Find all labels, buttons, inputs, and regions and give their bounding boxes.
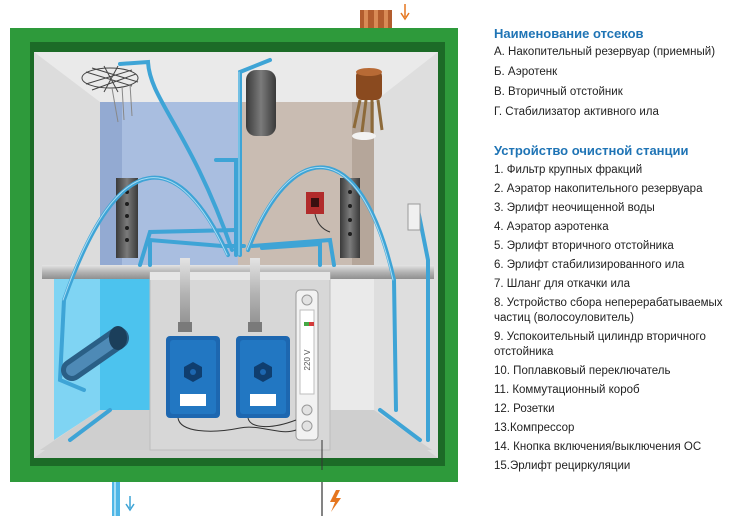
compartment-item: Г. Стабилизатор активного ила	[494, 106, 659, 118]
device-item: 10. Поплавковый переключатель	[494, 365, 671, 377]
power-strip	[295, 289, 319, 441]
device-item: 14. Кнопка включения/выключения ОС	[494, 441, 702, 453]
device-item: 5. Эрлифт вторичного отстойника	[494, 240, 674, 252]
power-cables	[177, 417, 323, 470]
device-item: 15.Эрлифт рециркуляции	[494, 460, 631, 472]
compartment-item: А. Накопительный резервуар (приемный)	[494, 46, 716, 58]
wall-right	[374, 52, 438, 458]
legend-panel: Наименование отсеков А. Накопительный ре…	[494, 0, 752, 525]
device-item: 2. Аэратор накопительного резервуара	[494, 183, 703, 195]
junction-box-top	[150, 272, 330, 280]
compartments-title: Наименование отсеков	[494, 26, 644, 41]
hair-catcher	[352, 68, 384, 140]
device-item: 13.Компрессор	[494, 422, 575, 434]
compartments-list: А. Накопительный резервуар (приемный) Б. …	[494, 42, 750, 122]
recirc-cylinder	[246, 70, 276, 136]
devices-title: Устройство очистной станции	[494, 143, 689, 158]
airlift-holes-right	[348, 190, 352, 236]
coarse-filter-mesh	[81, 65, 139, 123]
lightning-icon	[330, 490, 341, 512]
device-item: 3. Эрлифт неочищенной воды	[494, 202, 655, 214]
device-item: 12. Розетки	[494, 403, 555, 415]
device-item: 8. Устройство сбора неперерабатываемых ч…	[494, 297, 723, 324]
compressor-pipes	[178, 258, 262, 332]
compartment-item: Б. Аэротенк	[494, 66, 558, 78]
device-item: 6. Эрлифт стабилизированного ила	[494, 259, 685, 271]
device-item: 4. Аэратор аэротенка	[494, 221, 609, 233]
treatment-station-diagram: 220 V	[10, 4, 458, 516]
float-switch	[61, 326, 129, 381]
compartment-item: В. Вторичный отстойник	[494, 86, 623, 98]
inlet-pipe	[360, 10, 392, 28]
devices-list: 1. Фильтр крупных фракций 2. Аэратор нако…	[494, 163, 750, 478]
hose-highlights	[62, 71, 394, 301]
device-item: 7. Шланг для откачки ила	[494, 278, 631, 290]
device-item: 9. Успокоительный цилиндр вторичного отс…	[494, 331, 706, 358]
outlet-arrow-icon	[125, 496, 135, 512]
compressor-left	[166, 336, 220, 418]
recirculation-airlift	[407, 203, 421, 231]
compressor-right	[236, 336, 290, 418]
outlet-pipe	[112, 482, 120, 516]
inlet-arrow-icon	[400, 4, 410, 21]
power-switch	[306, 192, 331, 233]
device-item: 11. Коммутационный короб	[494, 384, 640, 396]
voltage-label: 220 V	[303, 349, 312, 371]
device-item: 1. Фильтр крупных фракций	[494, 164, 643, 176]
